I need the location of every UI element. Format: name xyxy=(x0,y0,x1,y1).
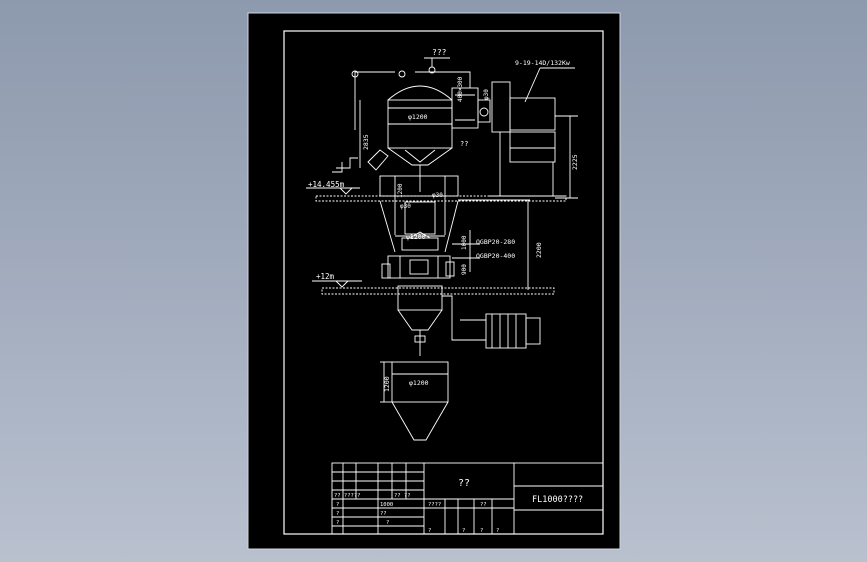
valve-2-label: QGBP20-400 xyxy=(476,252,515,260)
title-cell-b: ?? ?? xyxy=(394,493,411,499)
title-cell-j: ? xyxy=(386,520,389,526)
dim-1200-label-b: 1200 xyxy=(383,376,391,392)
column-inner xyxy=(404,201,436,235)
level-lower-label: +12m xyxy=(316,272,335,281)
title-cell-l: ? xyxy=(462,528,465,534)
column-body xyxy=(379,175,459,197)
title-cell-n: ? xyxy=(496,528,499,534)
column-cone xyxy=(379,200,459,253)
valve-upper xyxy=(387,255,451,279)
dim-900-label: 900 xyxy=(461,264,468,275)
title-block-text: ?? FL1000???? ?? ????? ?? ?? 1000 ? ? ??… xyxy=(334,478,583,534)
pipe-node-left xyxy=(351,70,359,78)
inlet-duct xyxy=(367,149,389,171)
fan-flange xyxy=(477,99,491,123)
title-block xyxy=(331,462,604,535)
diameter-bottom-label: φ1200 xyxy=(409,379,429,387)
fan-motor xyxy=(509,97,556,131)
equipment-diagram xyxy=(306,57,578,441)
dim-1000-label: 1000 xyxy=(461,235,468,250)
vessel-dome xyxy=(387,85,453,101)
valve-side-left xyxy=(381,263,391,279)
title-center-label: ?? xyxy=(458,478,470,489)
fan-hub xyxy=(479,107,489,117)
dim-400x300-label: 400×300 xyxy=(457,76,464,102)
lower-platform xyxy=(321,287,555,295)
title-cell-e: ? xyxy=(336,511,339,517)
lower-hopper xyxy=(397,285,443,311)
title-cell-f: ???? xyxy=(428,502,441,508)
valve-1-label: QGBP20-280 xyxy=(476,238,515,246)
title-cell-m: ? xyxy=(480,528,483,534)
top-pipe xyxy=(354,71,471,130)
dim-1200-label-a: 1200 xyxy=(397,183,404,198)
top-label: ??? xyxy=(432,48,447,57)
bottom-vessel xyxy=(391,361,449,403)
diagram-labels: ??? 9-19-14D/132Kw φ1200 2835 2225 400×3… xyxy=(308,48,579,392)
title-cell-a: ?? ????? xyxy=(334,493,361,499)
title-cell-g: ?? xyxy=(480,502,487,508)
title-cell-i: ? xyxy=(336,520,339,526)
dim-2225-label: 2225 xyxy=(571,154,579,170)
dim-2835-label: 2835 xyxy=(362,134,370,150)
conveyor-duct xyxy=(442,295,486,341)
title-cell-k: ? xyxy=(428,528,431,534)
dim-phi30-label-b: φ30 xyxy=(432,192,443,199)
diameter-mid-label: φ1200 xyxy=(406,233,426,241)
level-upper-label: +14.455m xyxy=(308,180,345,189)
dim-phi30-label-c: φ30 xyxy=(400,203,411,210)
drawing-title: FL1000???? xyxy=(532,495,583,505)
bottom-vessel-cone xyxy=(391,401,449,441)
title-cell-c: 1000 xyxy=(380,502,393,508)
title-cell-h: ?? xyxy=(380,511,387,517)
pipe-node-mid xyxy=(398,70,406,78)
fan-spec-label: 9-19-14D/132Kw xyxy=(515,59,570,67)
dim-phi30-label-a: φ30 xyxy=(483,89,490,100)
small-question-label: ?? xyxy=(460,140,468,148)
drawing-sheet xyxy=(247,12,621,550)
diameter-top-label: φ1200 xyxy=(408,113,428,121)
title-cell-d: ? xyxy=(336,502,339,508)
upper-platform xyxy=(315,195,567,202)
dim-2200-label: 2200 xyxy=(535,242,543,258)
valve-side-right xyxy=(445,261,455,277)
